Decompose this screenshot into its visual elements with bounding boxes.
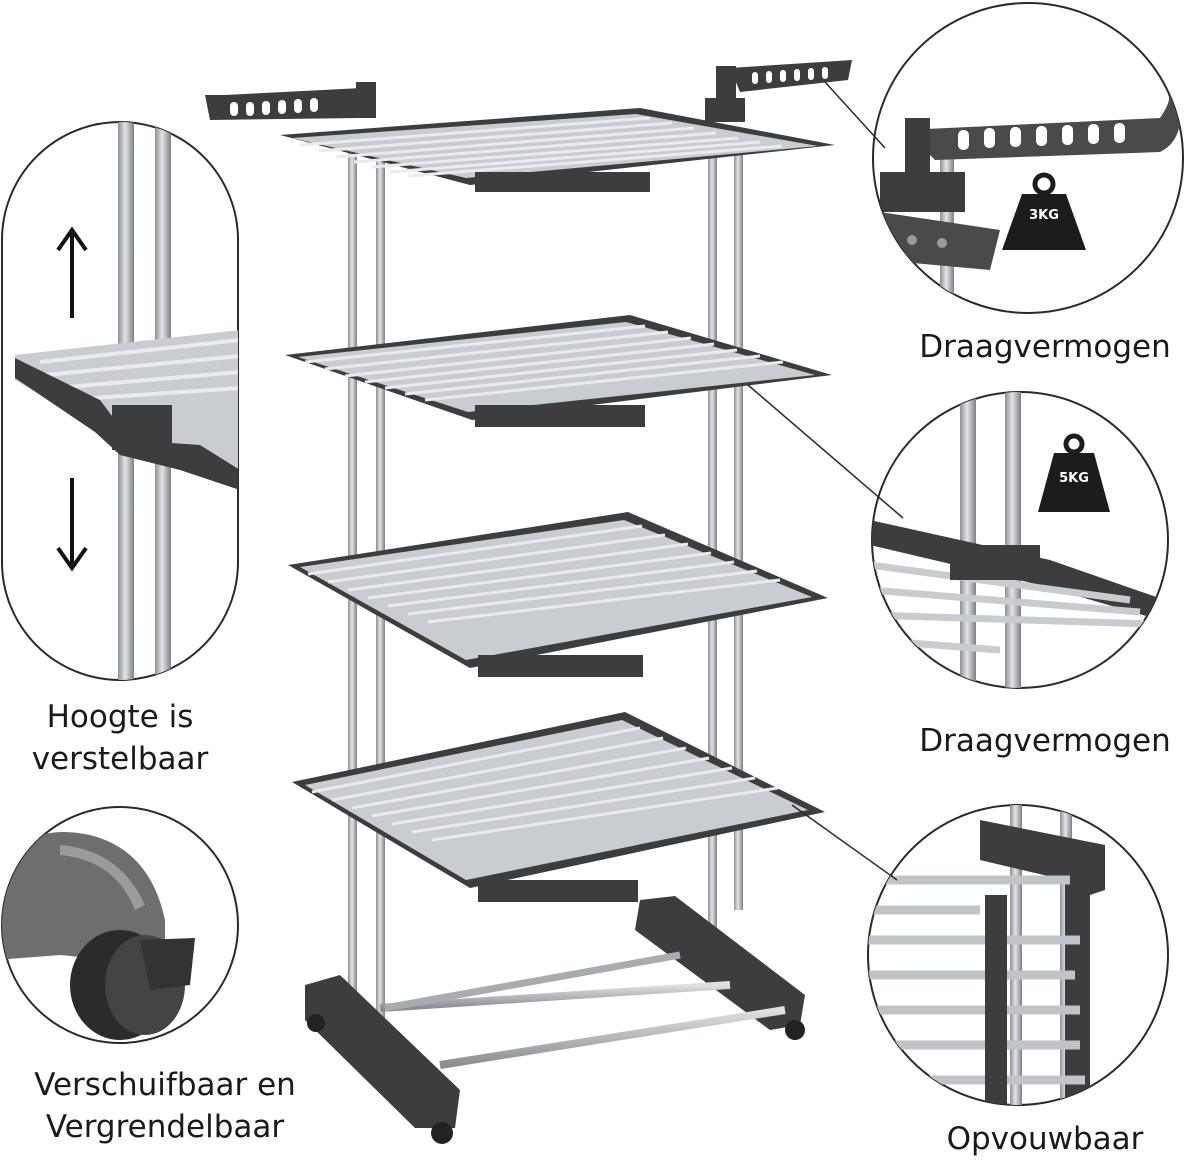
- wheels-caption-line1: Verschuifbaar en: [34, 1067, 296, 1103]
- shelf-tier-4: [292, 712, 825, 902]
- hook-detail: [880, 95, 1181, 313]
- height-caption: Hoogte is verstelbaar: [0, 696, 240, 780]
- height-caption-line2: verstelbaar: [31, 741, 209, 778]
- shelf-detail: [872, 392, 1165, 688]
- wheels-caption: Verschuifbaar en Vergrendelbaar: [0, 1064, 330, 1148]
- shelf-tier-2: [285, 315, 832, 427]
- shelf-tier-1: [280, 108, 835, 192]
- top-capacity-caption: Draagvermogen: [919, 329, 1171, 365]
- height-detail: [15, 122, 238, 680]
- weight-icon: [1002, 172, 1086, 250]
- foldable-caption: Opvouwbaar: [946, 1121, 1144, 1157]
- weight-label-top: 3KG: [1029, 208, 1059, 223]
- rack-base: [305, 896, 805, 1144]
- weight-icon: [1038, 433, 1110, 512]
- shelf-capacity-caption: Draagvermogen: [919, 723, 1171, 759]
- wheel-detail: [2, 832, 195, 1040]
- shelf-tier-3: [288, 512, 828, 677]
- top-hanger-arms: [205, 60, 852, 122]
- wheels-caption-line2: Vergrendelbaar: [45, 1109, 285, 1146]
- fold-detail: [868, 805, 1105, 1105]
- down-arrow-icon: [56, 478, 88, 572]
- weight-label-shelf: 5KG: [1059, 471, 1089, 486]
- height-caption-line1: Hoogte is: [46, 699, 194, 735]
- up-arrow-icon: [56, 226, 88, 318]
- leader-lines: [747, 81, 904, 881]
